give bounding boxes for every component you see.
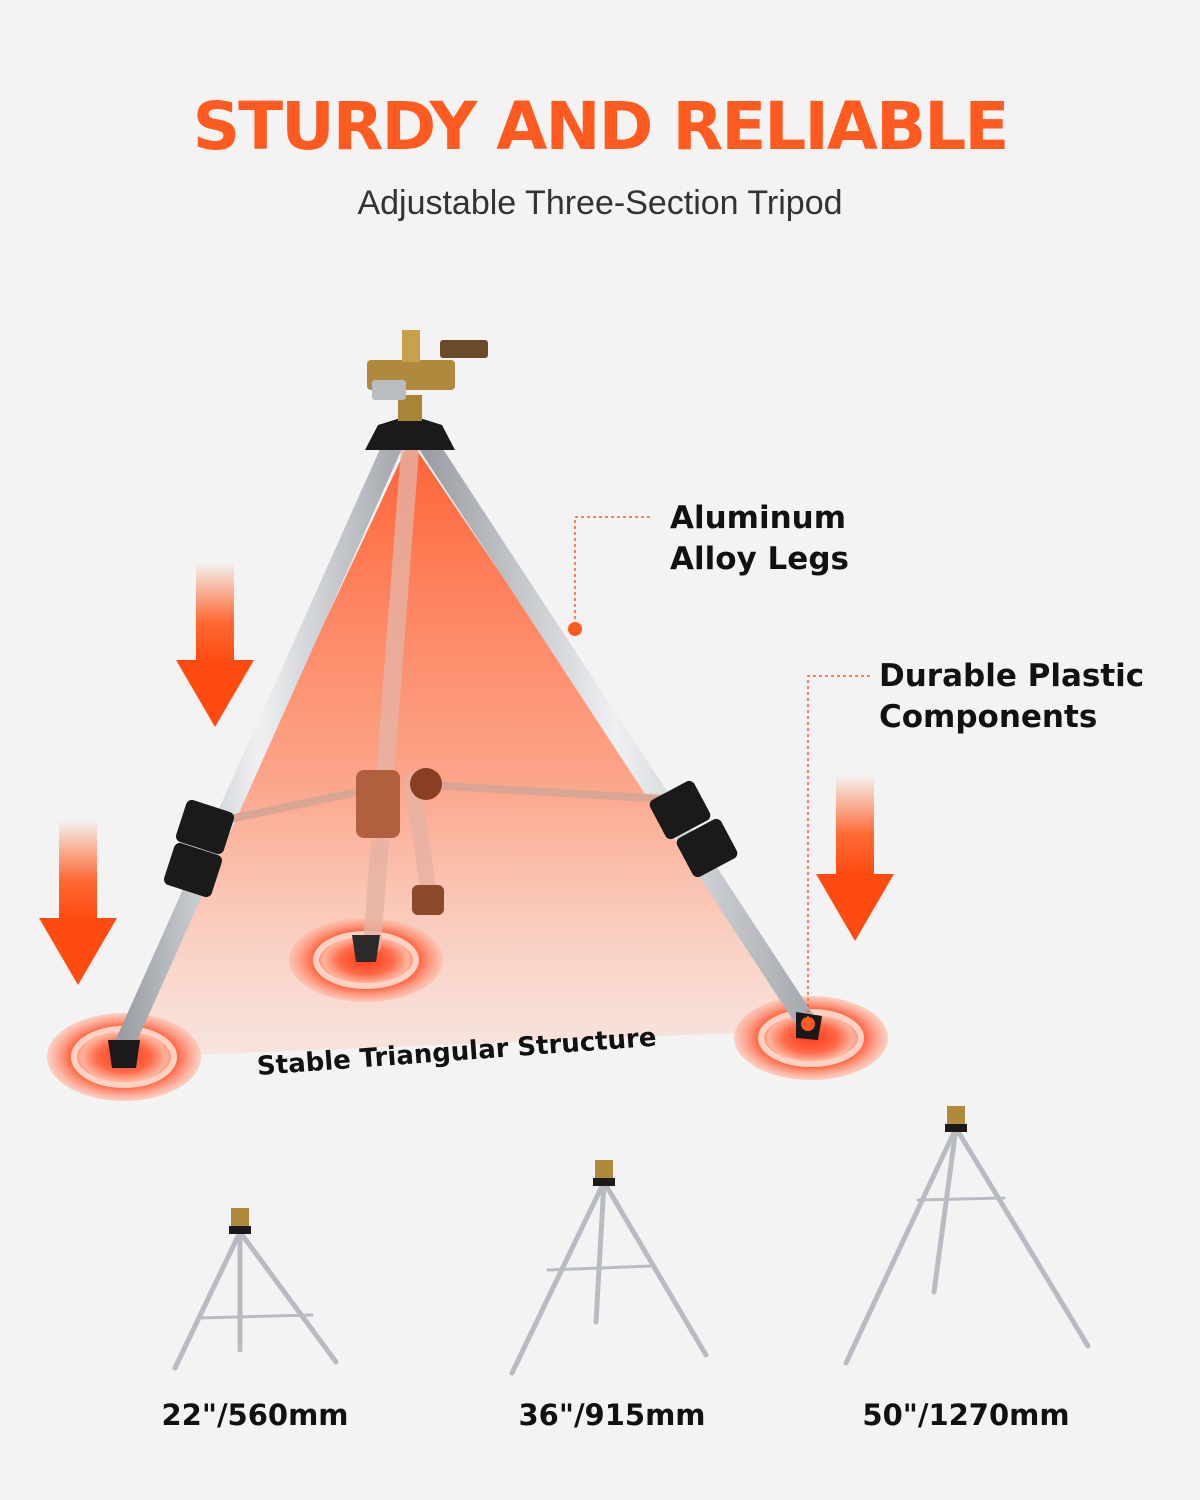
- tripod-50in: [843, 1106, 1091, 1366]
- callout-line: Aluminum: [670, 500, 847, 536]
- sprinkler-head: [365, 330, 488, 450]
- size-label-22in: 22"/560mm: [161, 1398, 349, 1432]
- down-arrow-icon: [816, 775, 894, 941]
- callout-line: Alloy Legs: [670, 540, 849, 577]
- callout-line: Components: [879, 698, 1098, 735]
- callout-line: Durable Plastic: [879, 658, 1145, 694]
- aluminum-legs-callout: Aluminum Alloy Legs: [670, 498, 849, 580]
- plastic-leader-line: [807, 675, 870, 1024]
- plastic-callout-dot: [801, 1017, 815, 1031]
- down-arrow-icon: [39, 820, 117, 985]
- headline: STURDY AND RELIABLE: [192, 88, 1010, 165]
- tripod-legs: [108, 430, 822, 1068]
- tripod-36in: [509, 1160, 709, 1376]
- subheadline: Adjustable Three-Section Tripod: [357, 184, 843, 222]
- legs-callout-dot: [568, 622, 582, 636]
- plastic-components-callout: Durable Plastic Components: [879, 656, 1144, 738]
- stability-cone: [120, 440, 810, 1058]
- tripod-22in: [172, 1208, 339, 1371]
- size-label-50in: 50"/1270mm: [862, 1398, 1070, 1432]
- size-label-36in: 36"/915mm: [518, 1398, 706, 1432]
- legs-leader-line: [574, 516, 650, 628]
- down-arrow-icon: [176, 562, 254, 727]
